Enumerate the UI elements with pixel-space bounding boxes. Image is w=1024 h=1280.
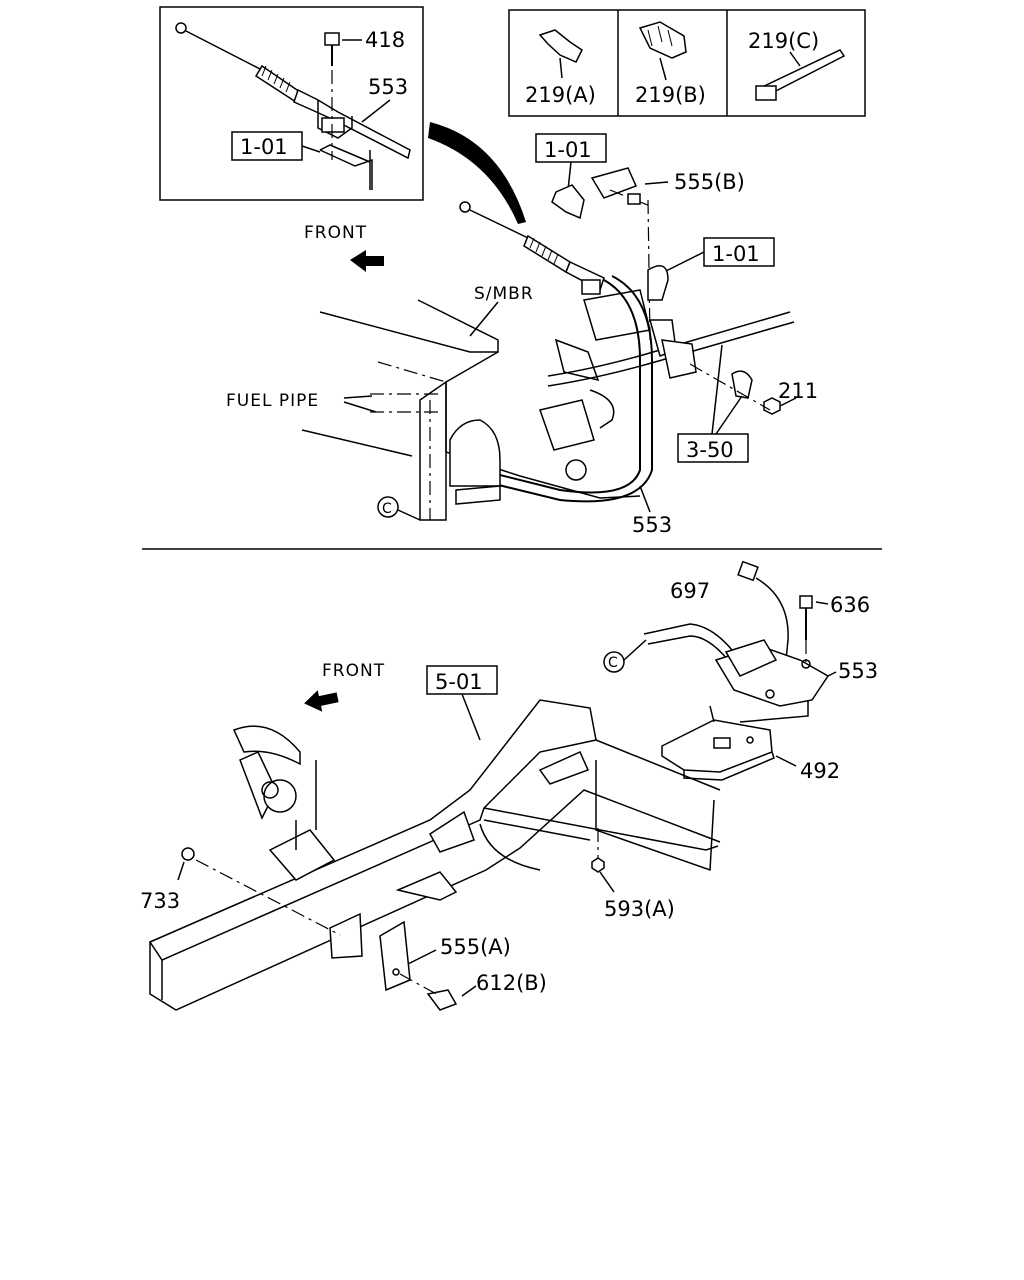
ref-box-5-01	[426, 665, 498, 695]
label-219b: 219(B)	[635, 83, 706, 107]
label-553-bottom: 553	[838, 659, 878, 683]
ref-5-01: 5-01	[435, 670, 483, 694]
label-553-top: 553	[632, 513, 672, 537]
label-219a: 219(A)	[525, 83, 596, 107]
label-front-top: FRONT	[304, 223, 367, 243]
label-219c: 219(C)	[748, 29, 819, 53]
label-636: 636	[830, 593, 870, 617]
ref-box-1-01-inset	[231, 131, 303, 161]
top-main-view	[301, 122, 797, 521]
label-555b: 555(B)	[674, 170, 745, 194]
ref-box-1-01-mid	[535, 133, 607, 163]
bottom-main-view	[148, 560, 837, 1011]
ref-1-01-right: 1-01	[712, 242, 760, 266]
label-fuel-pipe: FUEL PIPE	[226, 391, 319, 411]
label-circle-c-top: C	[382, 501, 392, 517]
label-612b: 612(B)	[476, 971, 547, 995]
label-circle-c-bottom: C	[608, 655, 618, 671]
clip-b-icon	[638, 21, 687, 59]
ref-1-01-mid: 1-01	[544, 138, 592, 162]
label-553-inset: 553	[368, 75, 408, 99]
inset-cable-detail	[159, 6, 424, 201]
label-697: 697	[670, 579, 710, 603]
label-smbr: S/MBR	[474, 284, 534, 304]
clip-a-icon	[538, 29, 583, 63]
ref-1-01-inset: 1-01	[240, 135, 288, 159]
clip-legend	[508, 9, 866, 117]
label-211: 211	[778, 379, 818, 403]
label-555a: 555(A)	[440, 935, 511, 959]
label-492: 492	[800, 759, 840, 783]
ref-box-1-01-right	[703, 237, 775, 267]
label-418: 418	[365, 28, 405, 52]
front-arrow-bottom-icon	[304, 690, 339, 712]
circle-c-top-icon	[377, 496, 399, 518]
label-593a: 593(A)	[604, 897, 675, 921]
circle-c-bottom-icon	[603, 651, 625, 673]
front-arrow-icon	[350, 250, 384, 272]
ref-3-50: 3-50	[686, 438, 734, 462]
label-733: 733	[140, 889, 180, 913]
detail-arrow-icon	[428, 122, 526, 224]
ref-box-3-50	[677, 433, 749, 463]
label-front-bottom: FRONT	[322, 661, 385, 681]
